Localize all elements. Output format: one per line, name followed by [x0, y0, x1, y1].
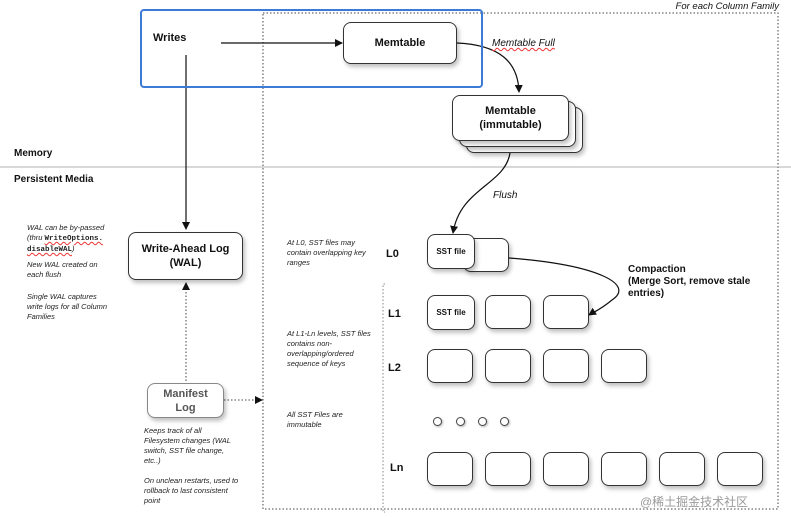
new-wal-line2: each flush: [27, 270, 62, 279]
immutable-line1: Memtable: [485, 105, 536, 117]
imm-note-line1: All SST Files are: [287, 410, 343, 419]
ellipsis-dot-2: [456, 417, 465, 426]
manifest-note-line6: rollback to last consistent: [144, 486, 228, 495]
flush-label: Flush: [493, 190, 518, 201]
level-l2-label: L2: [388, 362, 401, 374]
wal-bypass-code2: disableWAL: [27, 246, 73, 254]
manifest-note-line5: On unclean restarts, used to: [144, 476, 239, 485]
l0-note-line2: contain overlapping key: [287, 248, 366, 257]
wal-line2: (WAL): [169, 257, 202, 269]
compaction-line3: entries): [628, 288, 665, 299]
l2-sst-file-2: [485, 349, 531, 383]
l2-sst-file-1: [427, 349, 473, 383]
ln-sst-file-2: [485, 452, 531, 486]
wal-bypass-line1: WAL can be by-passed: [27, 223, 105, 232]
wal-bypass-prefix: (thru: [27, 233, 45, 242]
manifest-line2: Log: [175, 401, 196, 414]
wal-bypass-suffix: ): [72, 244, 75, 253]
new-wal-line1: New WAL created on: [27, 260, 98, 269]
l1-ln-note: At L1-Ln levels, SST files contains non-…: [287, 329, 371, 369]
manifest-note-line7: point: [144, 496, 161, 505]
column-family-label: For each Column Family: [675, 1, 779, 12]
wal-bypass-line3: disableWAL): [27, 244, 104, 255]
l1-note-line4: sequence of keys: [287, 359, 346, 368]
memtable-label: Memtable: [374, 37, 426, 49]
single-wal-note: Single WAL captures write logs for all C…: [27, 292, 107, 322]
immutable-line2: (immutable): [479, 119, 542, 131]
wal-bypass-line2: (thru WriteOptions.: [27, 233, 104, 244]
ln-sst-file-4: [601, 452, 647, 486]
immutable-memtable-box: Memtable (immutable): [452, 95, 569, 141]
manifest-note-line3: switch, SST file change,: [144, 446, 225, 455]
compaction-label: Compaction (Merge Sort, remove stale ent…: [628, 264, 750, 300]
level-l0-label: L0: [386, 248, 399, 260]
l1-sst-file-2: [485, 295, 531, 329]
ln-sst-file-6: [717, 452, 763, 486]
l0-note: At L0, SST files may contain overlapping…: [287, 238, 366, 268]
wal-line1: Write-Ahead Log: [141, 243, 230, 255]
l1-sst-file: SST file: [427, 295, 475, 330]
new-wal-note: New WAL created on each flush: [27, 260, 98, 280]
ellipsis-dot-1: [433, 417, 442, 426]
manifest-log-box: Manifest Log: [147, 383, 224, 418]
l0-note-line3: ranges: [287, 258, 310, 267]
manifest-line1: Manifest: [163, 387, 208, 400]
level-bracket: [382, 283, 385, 513]
l0-note-line1: At L0, SST files may: [287, 238, 355, 247]
manifest-note-line2: Filesystem changes (WAL: [144, 436, 231, 445]
l1-note-line2: contains non-: [287, 339, 333, 348]
writes-highlight-frame: [140, 9, 483, 88]
wal-bypass-code1: WriteOptions.: [44, 235, 104, 243]
imm-note-line2: immutable: [287, 420, 322, 429]
manifest-restart-note: On unclean restarts, used to rollback to…: [144, 476, 238, 506]
l1-note-line1: At L1-Ln levels, SST files: [287, 329, 371, 338]
wal-bypass-note: WAL can be by-passed (thru WriteOptions.…: [27, 223, 104, 255]
memory-label: Memory: [14, 148, 53, 159]
ellipsis-dot-4: [500, 417, 509, 426]
persistent-media-label: Persistent Media: [14, 174, 94, 185]
ln-sst-file-1: [427, 452, 473, 486]
watermark-label: @稀土掘金技术社区: [640, 495, 749, 509]
compaction-line2: (Merge Sort, remove stale: [628, 276, 751, 287]
ln-sst-file-3: [543, 452, 589, 486]
memtable-full-text: Memtable Full: [492, 38, 555, 49]
l2-sst-file-4: [601, 349, 647, 383]
l2-sst-file-3: [543, 349, 589, 383]
ln-sst-file-5: [659, 452, 705, 486]
manifest-track-note: Keeps track of all Filesystem changes (W…: [144, 426, 231, 466]
l1-sst-file-3: [543, 295, 589, 329]
wal-box: Write-Ahead Log (WAL): [128, 232, 243, 280]
l1-sst-label: SST file: [436, 307, 466, 317]
level-ln-label: Ln: [390, 462, 404, 474]
l1-note-line3: overlapping/ordered: [287, 349, 354, 358]
ellipsis-dot-3: [478, 417, 487, 426]
writes-label: Writes: [153, 32, 187, 44]
l0-sst-label: SST file: [436, 246, 466, 256]
single-wal-line3: Families: [27, 312, 55, 321]
memtable-box: Memtable: [343, 22, 457, 64]
compaction-line1: Compaction: [628, 264, 686, 275]
level-l1-label: L1: [388, 308, 401, 320]
immutable-note: All SST Files are immutable: [287, 410, 343, 430]
manifest-note-line4: etc..): [144, 456, 161, 465]
l0-sst-file: SST file: [427, 234, 475, 269]
memtable-full-label: Memtable Full: [492, 38, 555, 49]
single-wal-line1: Single WAL captures: [27, 292, 97, 301]
single-wal-line2: write logs for all Column: [27, 302, 108, 311]
manifest-note-line1: Keeps track of all: [144, 426, 202, 435]
